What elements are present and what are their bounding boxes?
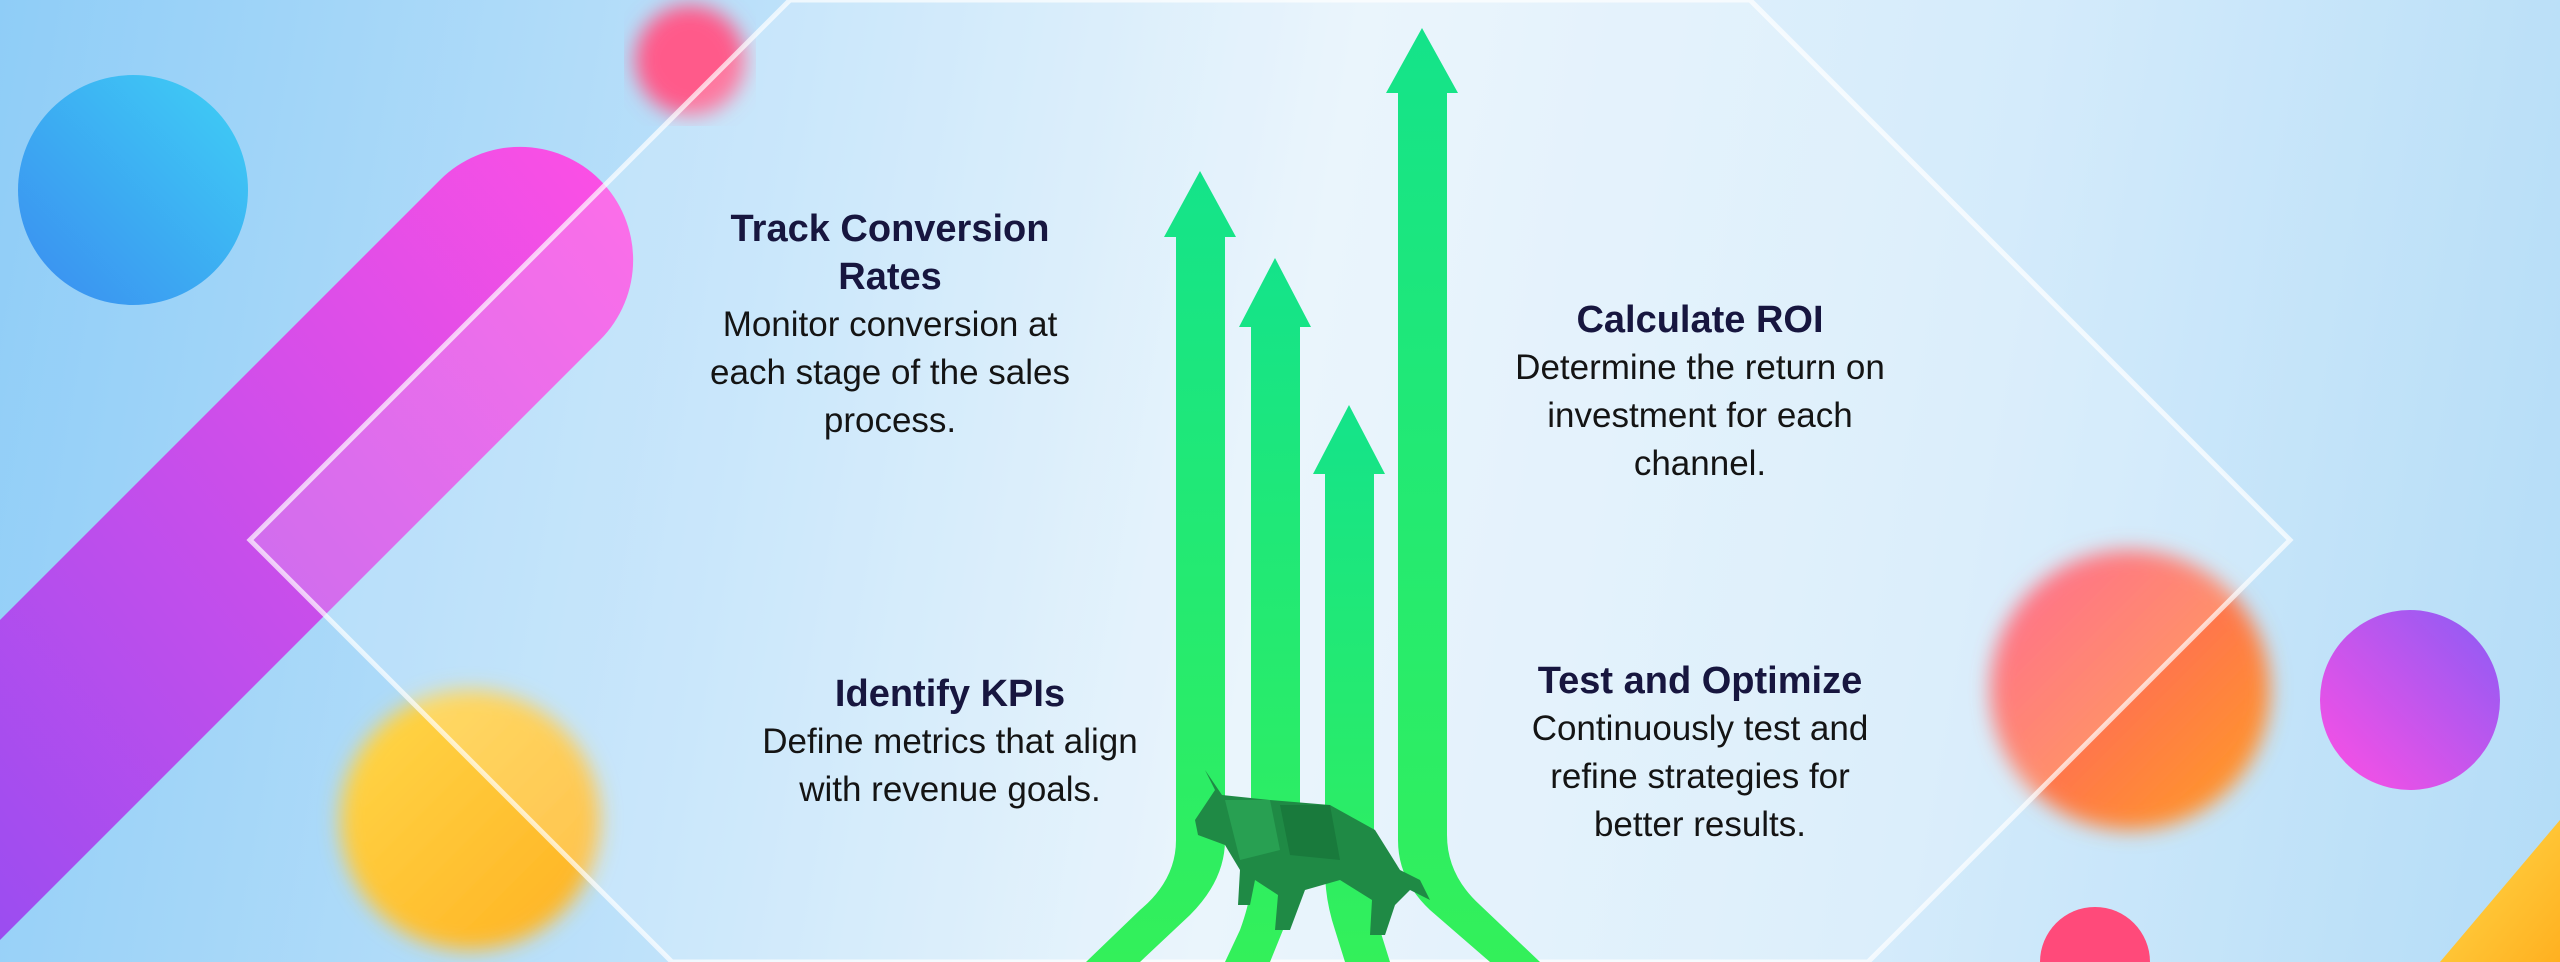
block-title: Calculate ROI bbox=[1576, 299, 1824, 341]
block-text: Determine the return on investment for e… bbox=[1515, 348, 1885, 483]
orange-ball bbox=[1990, 550, 2270, 830]
growth-arrows bbox=[1086, 28, 1540, 962]
block-text: Monitor conversion at each stage of the … bbox=[710, 305, 1070, 440]
arrow-4 bbox=[1386, 28, 1540, 962]
pink-ball bbox=[635, 5, 745, 115]
red-ball bbox=[2040, 907, 2150, 962]
block-title: Test and Optimize bbox=[1537, 660, 1863, 702]
yellow-ball bbox=[340, 690, 600, 950]
pink-bar bbox=[0, 146, 634, 940]
track-conversion-block: Track Conversion Rates Monitor conversio… bbox=[680, 205, 1100, 445]
arrow-2 bbox=[1225, 258, 1311, 962]
block-title: Identify KPIs bbox=[834, 673, 1066, 715]
violet-ball bbox=[2320, 610, 2500, 790]
arrow-1 bbox=[1086, 171, 1236, 962]
identify-kpis-block: Identify KPIs Define metrics that align … bbox=[720, 670, 1180, 814]
block-text: Define metrics that align with revenue g… bbox=[762, 722, 1138, 809]
test-optimize-block: Test and Optimize Continuously test and … bbox=[1470, 657, 1930, 849]
yellow-bar bbox=[2440, 820, 2560, 962]
block-text: Continuously test and refine strategies … bbox=[1531, 709, 1869, 844]
bull-icon bbox=[1195, 770, 1430, 935]
calculate-roi-block: Calculate ROI Determine the return on in… bbox=[1470, 296, 1930, 488]
block-title: Track Conversion Rates bbox=[730, 208, 1050, 298]
blue-sphere bbox=[18, 75, 248, 305]
